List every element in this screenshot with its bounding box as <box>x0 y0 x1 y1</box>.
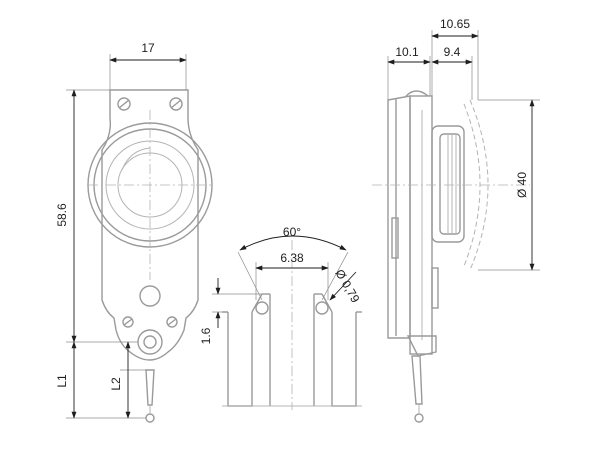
dim-9-4-label: 9.4 <box>444 45 461 59</box>
dim-9-4: 9.4 <box>431 45 473 100</box>
dim-40-label: Ø 40 <box>515 172 529 198</box>
side-mount-block <box>431 267 439 309</box>
dim-10-1-label: 10.1 <box>395 45 419 59</box>
dim-60-deg-label: 60° <box>283 225 301 239</box>
dim-6-38-label: 6.38 <box>280 251 304 265</box>
dim-17: 17 <box>109 41 187 90</box>
side-stylus-shaft <box>411 355 423 405</box>
detail-view <box>222 240 362 410</box>
dim-L2-label: L2 <box>109 377 123 391</box>
side-knurled-ring <box>439 133 461 235</box>
front-view <box>87 89 213 423</box>
side-pivot-block <box>406 335 437 357</box>
pivot-outer <box>137 329 163 355</box>
dim-40: Ø 40 <box>478 99 540 271</box>
dim-10-65: 10.65 <box>431 17 479 100</box>
side-view <box>372 90 530 423</box>
mounting-hole <box>139 285 161 307</box>
dim-60-deg: 60° <box>237 225 349 301</box>
dim-58-6: 58.6 <box>55 89 138 343</box>
dim-L1-label: L1 <box>55 374 69 388</box>
dim-17-label: 17 <box>141 41 155 55</box>
bottom-left-screw <box>122 316 134 328</box>
top-right-screw <box>169 97 183 111</box>
side-crystal-outer-dashed <box>469 99 489 271</box>
bottom-right-screw <box>166 316 178 328</box>
right-ball-contact <box>315 301 329 315</box>
dim-10-65-label: 10.65 <box>440 17 470 31</box>
dim-1-6: 1.6 <box>199 278 262 344</box>
groove-left-wall <box>227 312 253 407</box>
side-stylus-ball <box>414 413 424 423</box>
dim-L1: L1 <box>55 341 146 419</box>
groove-right-wall <box>331 312 357 407</box>
dim-1-6-label: 1.6 <box>199 327 213 344</box>
dim-0-79-label: Ø 0,79 <box>332 267 362 305</box>
side-bezel <box>431 125 465 243</box>
dim-0-79: Ø 0,79 <box>329 267 363 305</box>
dim-L2: L2 <box>109 341 146 419</box>
left-ball-contact <box>255 301 269 315</box>
side-top-clip <box>405 90 429 97</box>
side-body <box>387 95 411 339</box>
stylus-ball <box>145 413 155 423</box>
dim-6-38: 6.38 <box>255 251 329 300</box>
dial-glare <box>121 147 151 171</box>
side-slot <box>391 217 399 259</box>
stylus-shaft <box>145 369 155 406</box>
indicator-body-outline <box>101 89 199 361</box>
dim-58-6-label: 58.6 <box>55 203 69 227</box>
side-frame <box>409 95 433 355</box>
top-left-screw <box>117 97 131 111</box>
pivot-inner <box>143 335 157 349</box>
dim-10-1: 10.1 <box>387 45 431 100</box>
